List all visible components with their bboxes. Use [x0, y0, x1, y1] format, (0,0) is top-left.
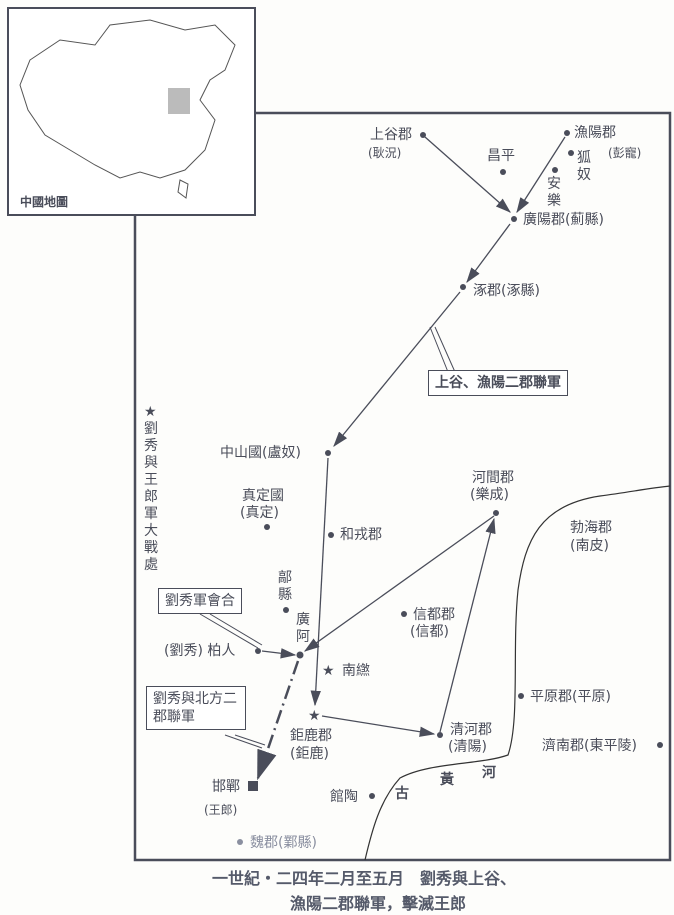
place-wei: 魏郡(鄴縣)	[250, 835, 317, 851]
inset-frame	[7, 7, 256, 216]
place-nanluan: 南繺	[342, 663, 370, 679]
star-icon: ★	[322, 663, 335, 679]
route-qinghe-hejian	[439, 517, 496, 733]
place-shanggu-sub: (耿況)	[368, 146, 402, 160]
route-zhuo-zhongshan	[333, 291, 461, 448]
yellow-river	[364, 485, 671, 861]
route-guangyang-zhuo	[466, 223, 511, 284]
river-label-2: 黃	[440, 772, 454, 788]
callout-meet-pointer	[199, 613, 263, 649]
place-jinan: 濟南郡(東平陵)	[542, 738, 637, 754]
route-shanggu-guangyang	[424, 136, 511, 213]
place-hao: 鄗縣	[278, 570, 292, 603]
place-dots	[237, 130, 663, 845]
place-qinghe: 清河郡	[450, 722, 492, 738]
place-handan: 邯鄲	[212, 779, 240, 795]
callout-allied-armies: 上谷、漁陽二郡聯軍	[428, 370, 568, 396]
route-boren-guanga	[261, 648, 297, 659]
callout-meet: 劉秀軍會合	[158, 588, 242, 614]
china-outline	[19, 19, 236, 199]
place-changping: 昌平	[487, 148, 515, 164]
star-icon: ★	[308, 708, 321, 724]
callout-north-armies: 劉秀與北方二郡聯軍	[146, 686, 246, 730]
caption-line-2: 漁陽二郡聯軍，擊滅王郎	[290, 894, 467, 913]
river-label-1: 古	[395, 786, 409, 802]
place-julu: 鉅鹿郡	[290, 728, 332, 744]
place-xindu-sub: (信都)	[410, 624, 449, 640]
place-herong: 和戎郡	[340, 527, 382, 543]
route-julu-qinghe	[321, 715, 436, 737]
place-bohai: 勃海郡	[570, 520, 612, 536]
route-zhongshan-julu	[310, 457, 329, 707]
place-shanggu: 上谷郡	[370, 127, 412, 143]
place-yuyang: 漁陽郡	[574, 125, 616, 141]
inset-label: 中國地圖	[20, 195, 69, 209]
main-frame	[133, 111, 672, 862]
route-hejian-guanga	[303, 515, 495, 652]
place-zhending-sub: (真定)	[240, 505, 279, 521]
place-hejian-sub: (樂成)	[470, 487, 509, 503]
river-label-3: 河	[482, 765, 496, 781]
caption-line-1: 一世紀・二四年二月至五月 劉秀與上谷、	[212, 869, 517, 888]
place-guangyang: 廣陽郡(薊縣)	[523, 212, 604, 228]
place-zhending: 真定國	[242, 488, 284, 504]
callout-allied-pointer	[429, 326, 456, 373]
route-yuyang-guangyang	[516, 136, 566, 214]
place-bohai-sub: (南皮)	[570, 538, 609, 554]
place-handan-sub: (王郎)	[204, 803, 238, 817]
place-pingyuan: 平原郡(平原)	[530, 689, 611, 705]
callout-north-pointer	[224, 734, 266, 749]
place-guantao: 館陶	[330, 789, 358, 805]
place-guanga: 廣阿	[296, 612, 310, 645]
place-xindu: 信都郡	[413, 607, 455, 623]
legend-star-label: ★劉秀與王郎軍大戰處	[144, 404, 158, 573]
place-qinghe-sub: (清陽)	[448, 739, 487, 755]
place-zhuo: 涿郡(涿縣)	[473, 283, 540, 299]
place-yuyang-sub: (彭寵)	[608, 146, 642, 160]
place-hunu: 狐奴	[577, 150, 591, 183]
place-zhongshan: 中山國(盧奴)	[220, 445, 301, 461]
place-hejian: 河間郡	[472, 470, 514, 486]
place-julu-sub: (鉅鹿)	[290, 746, 329, 762]
place-boren: (劉秀) 柏人	[164, 643, 236, 659]
inset-highlight	[168, 88, 190, 114]
place-anle: 安樂	[547, 176, 561, 209]
route-guanga-handan	[256, 660, 300, 781]
